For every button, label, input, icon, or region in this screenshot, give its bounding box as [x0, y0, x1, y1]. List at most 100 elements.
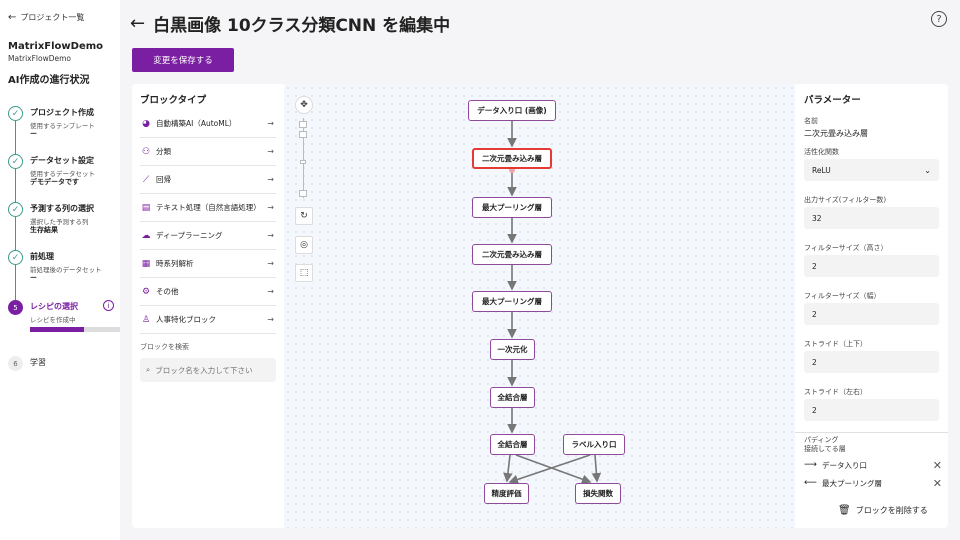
connection-row-in: ⟶ データ入り口 ✕: [804, 458, 942, 472]
activation-select[interactable]: ReLU ⌄: [804, 159, 939, 181]
parameters-heading: パラメーター: [804, 95, 861, 106]
chevron-right-icon: →: [267, 231, 274, 240]
reset-view-icon[interactable]: ↻: [295, 207, 313, 225]
block-search-box[interactable]: ⌕: [140, 358, 276, 382]
zoom-step[interactable]: [300, 160, 306, 164]
block-item-label: 分類: [156, 147, 171, 156]
delete-block-label: ブロックを削除する: [855, 506, 928, 515]
node-maxpool[interactable]: 最大プーリング層: [472, 291, 552, 312]
step-dataset[interactable]: ✓ データセット設定 使用するデータセット デモデータです: [8, 154, 116, 194]
step-title: 予測する列の選択: [30, 204, 94, 213]
node-dense[interactable]: 全結合層: [490, 387, 535, 408]
step-title: データセット設定: [30, 156, 94, 165]
select-area-icon[interactable]: ⬚: [295, 264, 313, 282]
param-name-value: 二次元畳み込み層: [804, 129, 868, 138]
step-project-create[interactable]: ✓ プロジェクト作成 使用するテンプレート ー: [8, 106, 116, 146]
step-title: 前処理: [30, 252, 54, 261]
node-accuracy[interactable]: 精度評価: [484, 483, 529, 504]
block-item-time-series[interactable]: ▦ 時系列解析 →: [140, 250, 276, 278]
step-preprocess[interactable]: ✓ 前処理 前処理後のデータセット ー: [8, 250, 116, 290]
param-filter-height-label: フィルターサイズ（高さ）: [804, 244, 888, 252]
block-item-label: 時系列解析: [156, 259, 194, 268]
block-type-panel: ブロックタイプ ◕ 自動構築AI（AutoML） → ⚇ 分類 → ⟋ 回帰 →…: [132, 84, 284, 528]
hr-icon: ♙: [141, 314, 151, 325]
step-connector: [15, 265, 16, 300]
node-dense[interactable]: 全結合層: [490, 434, 535, 455]
block-item-label: その他: [156, 287, 179, 296]
param-stride-horizontal-label: ストライド（左右）: [804, 388, 867, 396]
filter-height-input[interactable]: 2: [804, 255, 939, 277]
output-size-input[interactable]: 32: [804, 207, 939, 229]
check-icon: ✓: [8, 154, 23, 169]
zoom-step[interactable]: [299, 131, 307, 138]
classification-icon: ⚇: [141, 146, 151, 157]
connection-row-out: ⟵ 最大プーリング層 ✕: [804, 476, 942, 490]
param-stride-vertical-label: ストライド（上下）: [804, 340, 867, 348]
node-data-input[interactable]: データ入り口 (画像): [468, 100, 556, 121]
step-subtitle: 使用するデータセット: [30, 170, 95, 178]
save-changes-button[interactable]: 変更を保存する: [132, 48, 234, 72]
block-item-hr[interactable]: ♙ 人事特化ブロック →: [140, 306, 276, 334]
block-search-input[interactable]: [155, 365, 266, 375]
connection-label: 最大プーリング層: [822, 478, 882, 488]
close-icon[interactable]: ✕: [932, 458, 942, 472]
chevron-right-icon: →: [267, 119, 274, 128]
fit-view-icon[interactable]: ◎: [295, 236, 313, 254]
back-to-projects-link[interactable]: ← プロジェクト一覧: [8, 12, 112, 23]
close-icon[interactable]: ✕: [932, 476, 942, 490]
info-icon[interactable]: i: [103, 300, 114, 311]
step-title: プロジェクト作成: [30, 108, 94, 117]
pan-control-icon[interactable]: ✥: [295, 96, 313, 114]
automl-icon: ◕: [142, 118, 150, 129]
step-training[interactable]: 6 学習: [8, 356, 116, 372]
node-conv2d[interactable]: 二次元畳み込み層: [472, 244, 552, 265]
step-connector: [15, 121, 16, 154]
zoom-out-step[interactable]: [299, 190, 307, 197]
arrow-left-icon: ⟵: [804, 478, 817, 488]
param-padding-label: パディング: [804, 436, 839, 444]
deep-learning-icon: ☁: [141, 230, 151, 241]
step-number-badge: 5: [8, 300, 23, 315]
stride-vertical-input[interactable]: 2: [804, 351, 939, 373]
step-number-badge: 6: [8, 356, 23, 371]
node-label-input[interactable]: ラベル入り口: [563, 434, 625, 455]
time-series-icon: ▦: [141, 258, 151, 269]
chevron-right-icon: →: [267, 315, 274, 324]
block-item-label: テキスト処理（自然言語処理）: [156, 203, 261, 212]
block-item-text-processing[interactable]: ▤ テキスト処理（自然言語処理） →: [140, 194, 276, 222]
chevron-right-icon: →: [267, 203, 274, 212]
delete-block-button[interactable]: 🗑 ブロックを削除する: [838, 505, 928, 516]
block-item-classification[interactable]: ⚇ 分類 →: [140, 138, 276, 166]
block-item-regression[interactable]: ⟋ 回帰 →: [140, 166, 276, 194]
connection-label: データ入り口: [822, 460, 867, 470]
step-connector: [15, 169, 16, 202]
node-flatten[interactable]: 一次元化: [490, 339, 535, 360]
block-panel-heading: ブロックタイプ: [140, 95, 207, 106]
filter-width-input[interactable]: 2: [804, 303, 939, 325]
arrow-left-icon[interactable]: ←: [130, 13, 146, 34]
step-target-column[interactable]: ✓ 予測する列の選択 選択した予測する列 生存結果: [8, 202, 116, 242]
project-subtitle: MatrixFlowDemo: [8, 54, 72, 63]
stride-horizontal-input[interactable]: 2: [804, 399, 939, 421]
block-item-automl[interactable]: ◕ 自動構築AI（AutoML） →: [140, 110, 276, 138]
step-title: レシピの選択: [30, 302, 78, 311]
node-loss[interactable]: 損失関数: [575, 483, 621, 504]
block-item-other[interactable]: ⚙ その他 →: [140, 278, 276, 306]
block-item-label: 人事特化ブロック: [156, 315, 216, 324]
step-recipe-select[interactable]: 5 レシピの選択 i レシピを作成中: [8, 300, 120, 336]
node-maxpool[interactable]: 最大プーリング層: [472, 197, 552, 218]
node-conv2d-selected[interactable]: 二次元畳み込み層: [472, 148, 552, 169]
step-value: ー: [30, 130, 37, 138]
help-icon[interactable]: ?: [931, 11, 947, 27]
block-item-label: 回帰: [156, 175, 171, 184]
block-item-deep-learning[interactable]: ☁ ディープラーニング →: [140, 222, 276, 250]
check-icon: ✓: [8, 202, 23, 217]
zoom-in-step[interactable]: [299, 121, 307, 128]
chevron-right-icon: →: [267, 259, 274, 268]
arrow-right-icon: ⟶: [804, 460, 817, 470]
step-progress-bar: [30, 327, 120, 332]
text-processing-icon: ▤: [141, 202, 151, 213]
step-value: デモデータです: [30, 178, 79, 186]
step-subtitle: 選択した予測する列: [30, 218, 89, 226]
trash-icon: 🗑: [838, 505, 851, 516]
